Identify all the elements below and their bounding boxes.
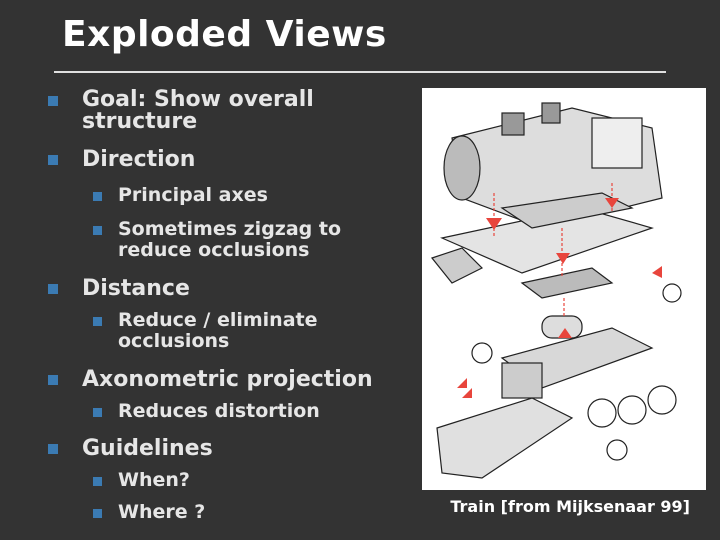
slide-title: Exploded Views [62, 14, 387, 55]
bullet-guidelines: Guidelines [82, 436, 213, 461]
figure-caption: Train [from Mijksenaar 99] [450, 497, 690, 516]
bullet-icon [48, 155, 58, 165]
sub-bullet-icon [93, 317, 102, 326]
sub-bullet-icon [93, 477, 102, 486]
sub-bullet-principal-axes: Principal axes [118, 184, 268, 206]
bullet-axonometric: Axonometric projection [82, 367, 373, 392]
bullet-direction: Direction [82, 147, 196, 172]
bullet-distance: Distance [82, 276, 190, 301]
sub-bullet-icon [93, 192, 102, 201]
sub-bullet-icon [93, 226, 102, 235]
bullet-icon [48, 375, 58, 385]
sub-bullet-icon [93, 509, 102, 518]
bullet-icon [48, 444, 58, 454]
sub-bullet-where: Where ? [118, 501, 206, 523]
sub-bullet-reduces-distortion: Reduces distortion [118, 400, 320, 422]
sub-bullet-icon [93, 408, 102, 417]
bullet-icon [48, 96, 58, 106]
bullet-icon [48, 284, 58, 294]
train-exploded-view-image [422, 88, 706, 490]
sub-bullet-when: When? [118, 469, 190, 491]
title-divider [54, 71, 666, 73]
